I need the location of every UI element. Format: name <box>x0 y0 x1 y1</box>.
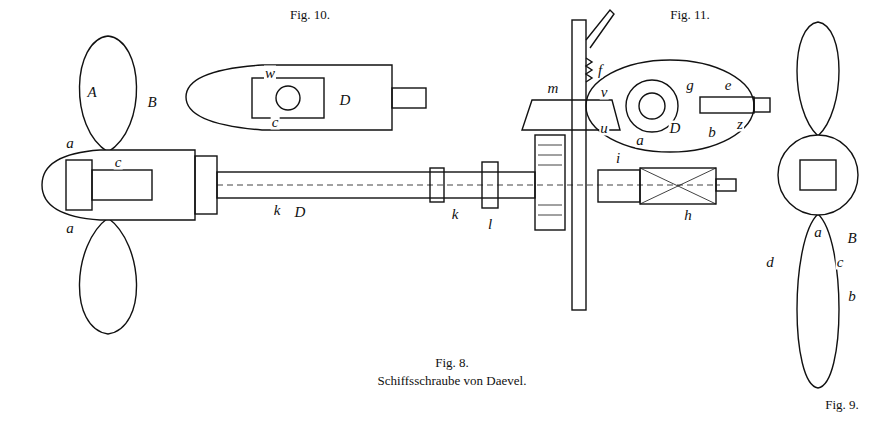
callout-letter: g <box>685 78 695 93</box>
propeller-blade <box>79 218 136 334</box>
thrust-box-cross <box>640 168 716 204</box>
callout-letter: B <box>846 231 857 246</box>
callout-letter: c <box>114 155 123 170</box>
callout-letter: b <box>707 125 717 140</box>
callout-letter: u <box>599 121 609 136</box>
hub-socket <box>66 160 92 210</box>
hub-cavity <box>252 78 324 118</box>
callout-letter: k <box>273 203 282 218</box>
lever <box>572 20 586 310</box>
callout-letter: D <box>294 205 307 220</box>
callout-letter: B <box>146 95 157 110</box>
lever-handle <box>586 10 614 48</box>
callout-letter: D <box>669 121 682 136</box>
gear-teeth <box>538 145 562 215</box>
hub-front <box>778 135 858 215</box>
callout-letter: v <box>600 85 609 100</box>
hub-section <box>186 65 392 130</box>
propeller-hub <box>42 150 195 220</box>
pinion <box>276 86 300 110</box>
callout-letter: k <box>451 207 460 222</box>
propeller-blade <box>79 36 136 152</box>
shaft <box>392 88 426 108</box>
flange <box>482 162 498 208</box>
hub-core <box>800 160 836 190</box>
shaft-axis <box>217 185 720 186</box>
callout-letter: a <box>65 136 75 151</box>
callout-letter: h <box>683 208 693 223</box>
callout-letter: a <box>813 225 823 240</box>
callout-letter: c <box>271 115 280 130</box>
hub-section <box>586 60 754 152</box>
callout-letter: f <box>597 63 603 78</box>
callout-letter: l <box>487 217 493 232</box>
callout-letter: A <box>86 85 97 100</box>
slot <box>700 97 754 113</box>
gear-housing <box>535 135 565 230</box>
callout-letter: i <box>615 151 621 166</box>
figure-number: Fig. 10. <box>289 8 331 21</box>
callout-letter: d <box>765 255 775 270</box>
spring <box>586 58 592 82</box>
shaft-end <box>716 179 736 191</box>
callout-letter: D <box>339 93 352 108</box>
callout-letter: w <box>264 66 276 81</box>
figure-caption: Schiffsschraube von Daevel. <box>377 374 528 387</box>
coupling <box>430 168 444 202</box>
hub-ring <box>639 93 665 119</box>
bearing-block <box>598 170 640 202</box>
callout-letter: m <box>547 81 560 96</box>
callout-letter: a <box>635 133 645 148</box>
thrust-box <box>640 168 716 204</box>
callout-letter: c <box>836 255 845 270</box>
callout-letter: a <box>65 221 75 236</box>
shaft-collar <box>195 156 217 214</box>
figure-number: Fig. 11. <box>669 8 711 21</box>
callout-letter: e <box>724 78 733 93</box>
figure-number: Fig. 8. <box>434 356 470 369</box>
propeller-blade <box>797 22 839 136</box>
propeller-blade <box>797 214 839 388</box>
figure-number: Fig. 9. <box>824 398 860 411</box>
hub-inner <box>92 170 152 200</box>
callout-letter: b <box>847 289 857 304</box>
shaft <box>754 98 770 112</box>
callout-letter: z <box>736 117 744 132</box>
